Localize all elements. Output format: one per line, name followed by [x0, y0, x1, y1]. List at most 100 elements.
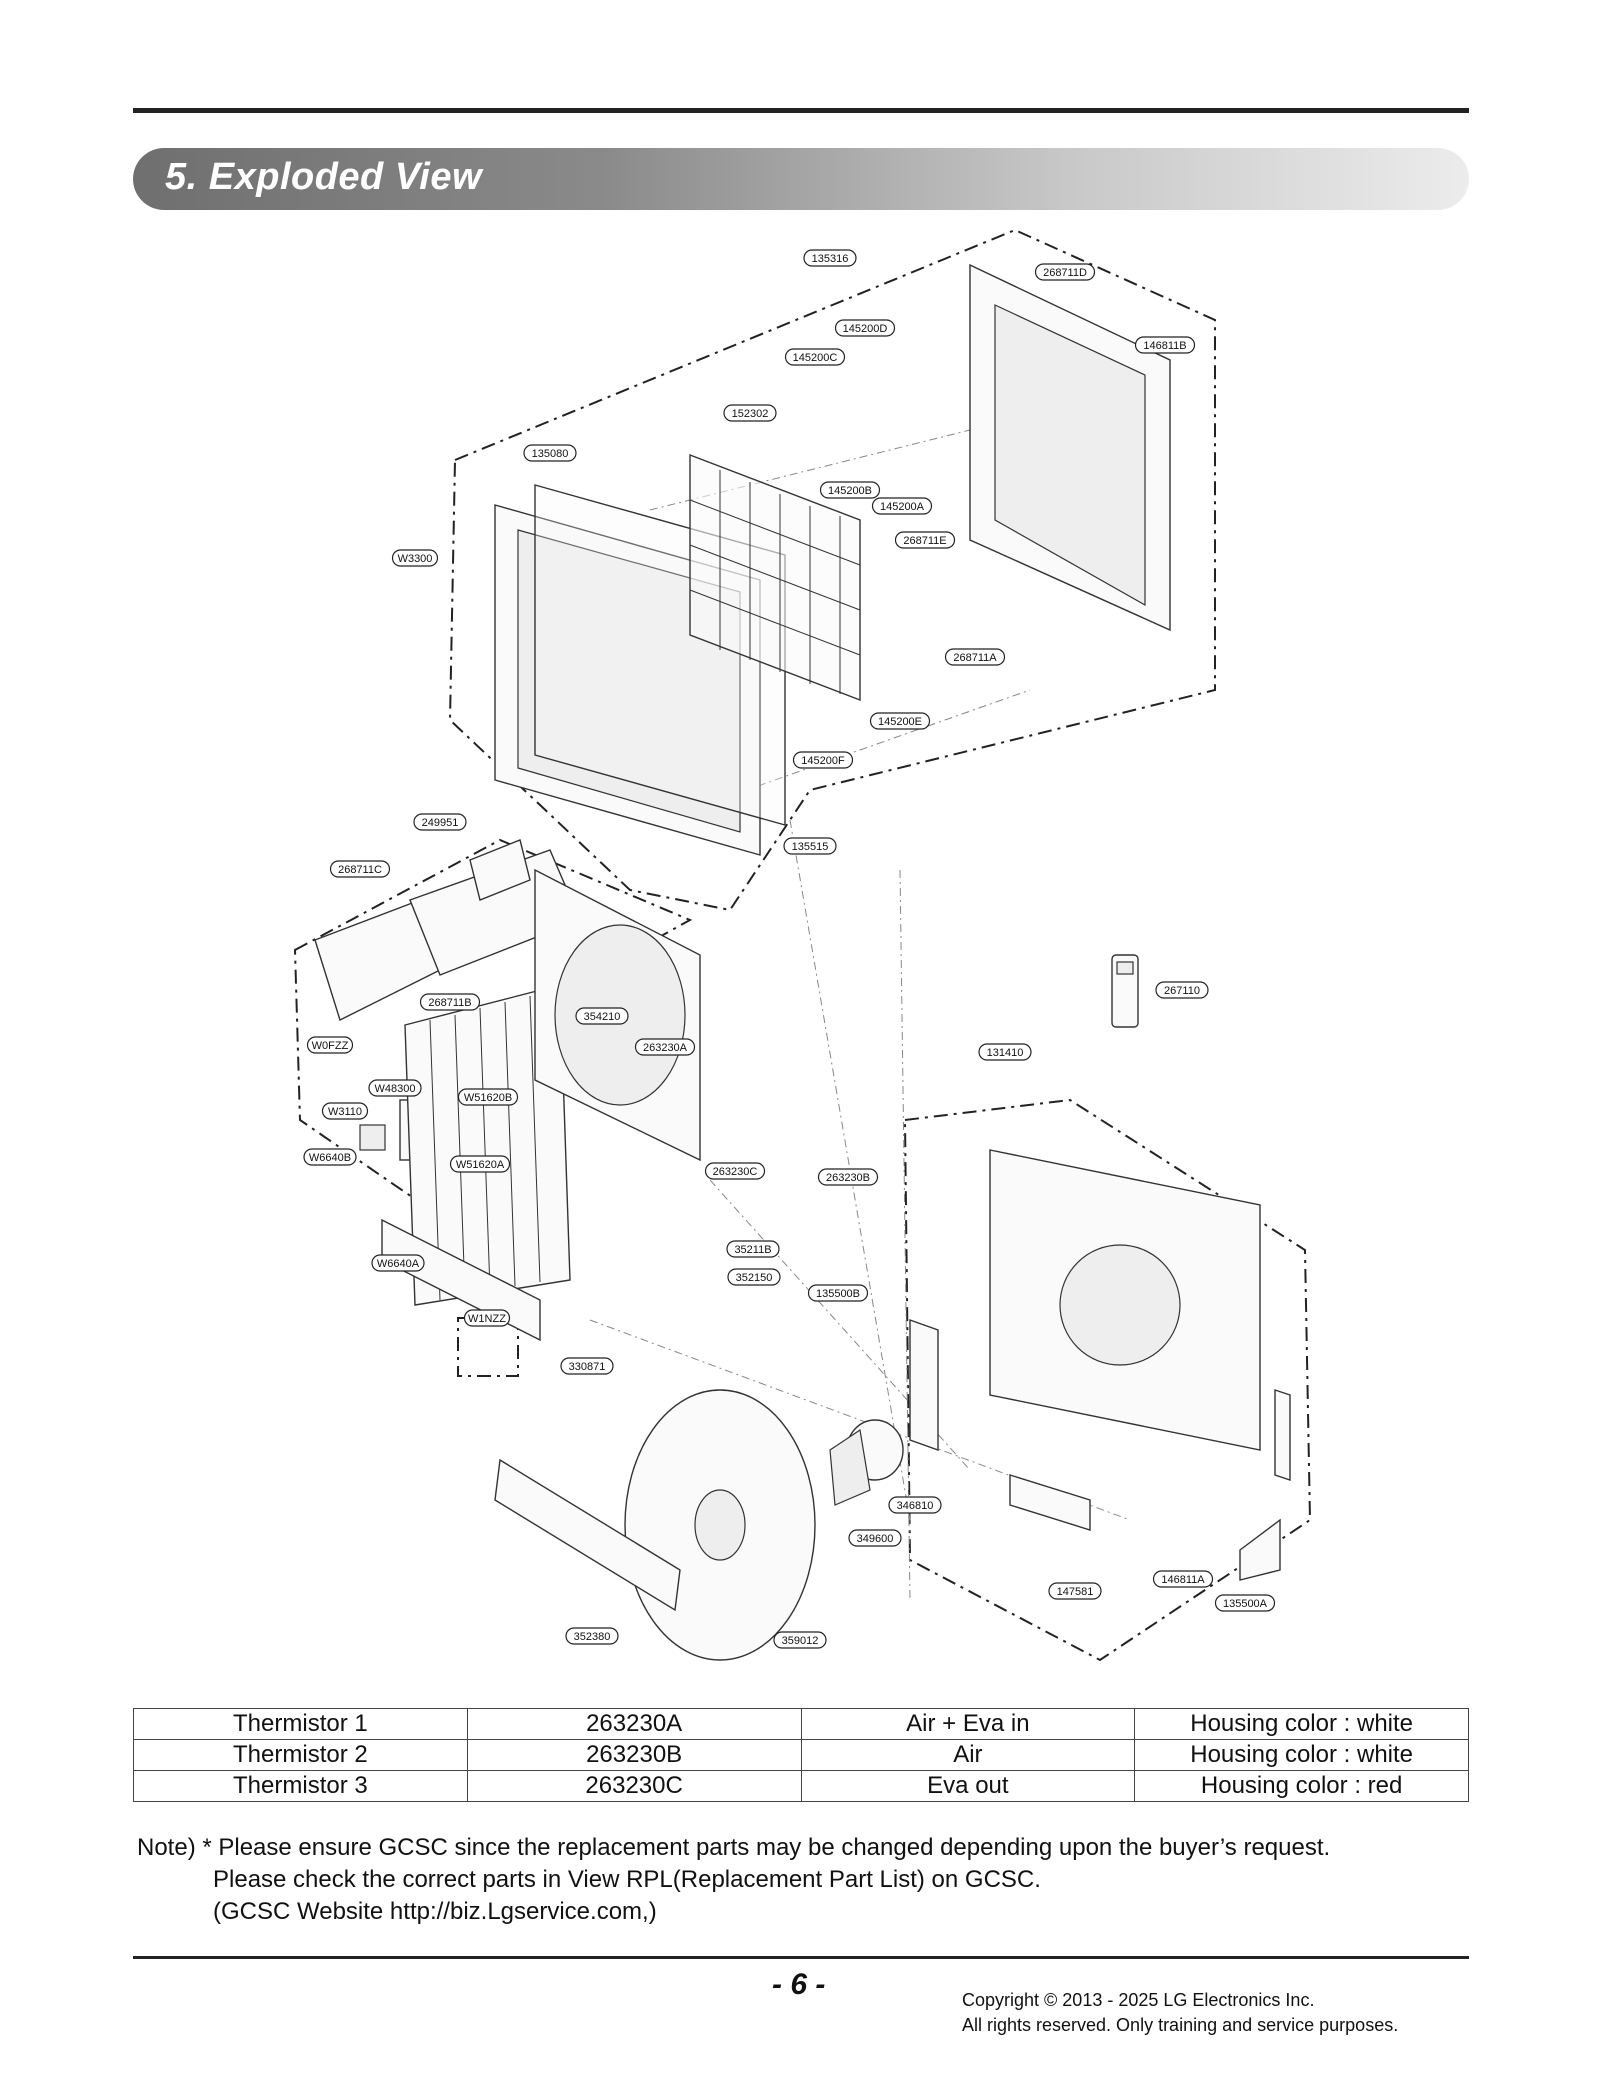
part-label: 263230A [634, 1038, 696, 1056]
part-label-text: 146811B [1143, 340, 1186, 352]
exploded-view-svg: 135316268711D145200D146811B145200C152302… [293, 228, 1312, 1662]
part-label: W6640A [371, 1254, 425, 1272]
part-label-outline [1034, 263, 1096, 281]
part-label: 352380 [565, 1627, 619, 1645]
part-label-text: 268711C [338, 864, 382, 876]
part-label: 146811B [1134, 336, 1196, 354]
part-label-text: 268711E [903, 535, 946, 547]
part-label: 268711A [944, 648, 1006, 666]
copyright-line-2: All rights reserved. Only training and s… [962, 2015, 1399, 2035]
note-line-2: Please check the correct parts in View R… [213, 1866, 1041, 1893]
part-label: 263230C [704, 1162, 766, 1180]
part-label-outline [449, 1155, 511, 1173]
part-label-outline [817, 1168, 879, 1186]
part-label-outline [803, 249, 857, 267]
bottom-rule [133, 1956, 1469, 1959]
part-label: 268711B [419, 993, 481, 1011]
part-label-outline [391, 549, 439, 567]
table-cell: Thermistor 1 [133, 1708, 468, 1740]
fan-part [624, 1389, 816, 1661]
table-cell: Housing color : white [1134, 1739, 1469, 1771]
part-label: 145200C [784, 348, 846, 366]
part-label-outline [807, 1284, 869, 1302]
cover-part [1009, 1474, 1091, 1531]
part-label-outline [727, 1268, 781, 1286]
side-panel-part [909, 1319, 939, 1451]
part-label-text: W3300 [398, 553, 433, 565]
part-label-outline [784, 348, 846, 366]
part-label-outline [1048, 1582, 1102, 1600]
part-label-outline [306, 1036, 354, 1054]
part-label-text: 354210 [584, 1011, 621, 1023]
part-label-outline [783, 837, 837, 855]
part-label-text: 268711B [428, 997, 471, 1009]
part-label-outline [303, 1148, 357, 1166]
note-line-1: Note) * Please ensure GCSC since the rep… [137, 1834, 1331, 1861]
part-label-outline [848, 1529, 902, 1547]
group-outline-screw [457, 1317, 519, 1377]
part-label: 145200B [819, 481, 881, 499]
part-label-text: 145200A [880, 501, 925, 513]
part-label-text: 268711A [953, 652, 997, 664]
part-label-text: 145200E [878, 716, 922, 728]
part-label-outline [321, 1102, 369, 1120]
part-label: W0FZZ [306, 1036, 354, 1054]
table-cell: 263230B [466, 1739, 802, 1771]
table-cell: Air [800, 1739, 1136, 1771]
part-label-outline [419, 993, 481, 1011]
part-label: 147581 [1048, 1582, 1102, 1600]
part-label-text: 145200C [793, 352, 838, 364]
part-label: W51620A [449, 1155, 511, 1173]
bracket-part [1239, 1518, 1281, 1581]
part-label-text: 145200F [801, 755, 845, 767]
part-label: 330871 [560, 1357, 614, 1375]
part-label-outline [819, 481, 881, 499]
brace-part [494, 1458, 681, 1612]
part-label: 135500B [807, 1284, 869, 1302]
part-label: 359012 [773, 1631, 827, 1649]
part-label-outline [894, 531, 956, 549]
part-label-outline [329, 860, 391, 878]
part-label-text: 145200D [843, 323, 888, 335]
side-panel-right-part [1274, 1389, 1291, 1481]
part-label-text: W51620A [456, 1159, 505, 1171]
section-title: 5. Exploded View [165, 156, 483, 198]
part-label-outline [368, 1079, 422, 1097]
copyright-line-1: Copyright © 2013 - 2025 LG Electronics I… [962, 1990, 1315, 2010]
part-label-outline [1152, 1570, 1214, 1588]
part-label: 268711D [1034, 263, 1096, 281]
part-label-outline [888, 1496, 942, 1514]
part-label-text: 147581 [1057, 1586, 1094, 1598]
part-label: 152302 [723, 404, 777, 422]
table-cell: Thermistor 2 [133, 1739, 468, 1771]
part-label-text: 152302 [732, 408, 769, 420]
motor-part [829, 1419, 904, 1506]
part-label: W51620B [457, 1088, 519, 1106]
part-label-text: 135080 [532, 448, 569, 460]
part-label: 346810 [888, 1496, 942, 1514]
part-label-text: W6640A [377, 1258, 420, 1270]
part-label-text: 352150 [736, 1272, 773, 1284]
part-label-outline [723, 404, 777, 422]
part-label-text: 330871 [569, 1361, 606, 1373]
part-label-text: W1NZZ [468, 1313, 506, 1325]
heat-exchanger-part [404, 984, 571, 1306]
part-label-text: 346810 [897, 1500, 934, 1512]
part-label: 35211B [726, 1240, 780, 1258]
part-label-text: 263230C [713, 1166, 758, 1178]
part-label: 354210 [575, 1007, 629, 1025]
part-label-text: 145200B [828, 485, 872, 497]
part-label-text: 349600 [857, 1533, 894, 1545]
part-label-outline [523, 444, 577, 462]
part-label: 349600 [848, 1529, 902, 1547]
part-label-text: 249951 [422, 817, 459, 829]
part-label: W3110 [321, 1102, 369, 1120]
table-cell: 263230A [466, 1708, 802, 1740]
group-outline-housing [903, 1098, 1312, 1662]
section-title-bar: 5. Exploded View [133, 148, 1469, 210]
part-label-outline [704, 1162, 766, 1180]
part-label-text: 135515 [792, 841, 829, 853]
